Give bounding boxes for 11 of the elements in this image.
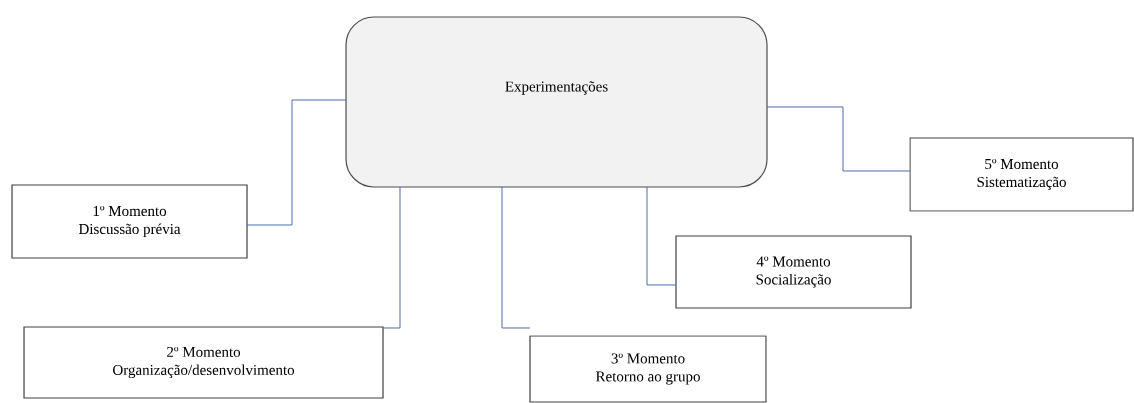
connector-line bbox=[246, 99, 347, 226]
connector-line bbox=[646, 186, 677, 286]
connector-line bbox=[501, 186, 531, 329]
moment-box: 4º Momento Socialização bbox=[675, 235, 912, 309]
moment-box: 1º Momento Discussão prévia bbox=[11, 184, 248, 259]
connector-line bbox=[382, 186, 401, 329]
moment-box: 3º Momento Retorno ao grupo bbox=[529, 335, 767, 403]
moment-box: 2º Momento Organização/desenvolvimento bbox=[23, 326, 384, 399]
connector-line bbox=[766, 106, 911, 172]
moment-box: 5º Momento Sistematização bbox=[909, 137, 1134, 212]
rounded-box: Experimentações bbox=[345, 16, 768, 188]
